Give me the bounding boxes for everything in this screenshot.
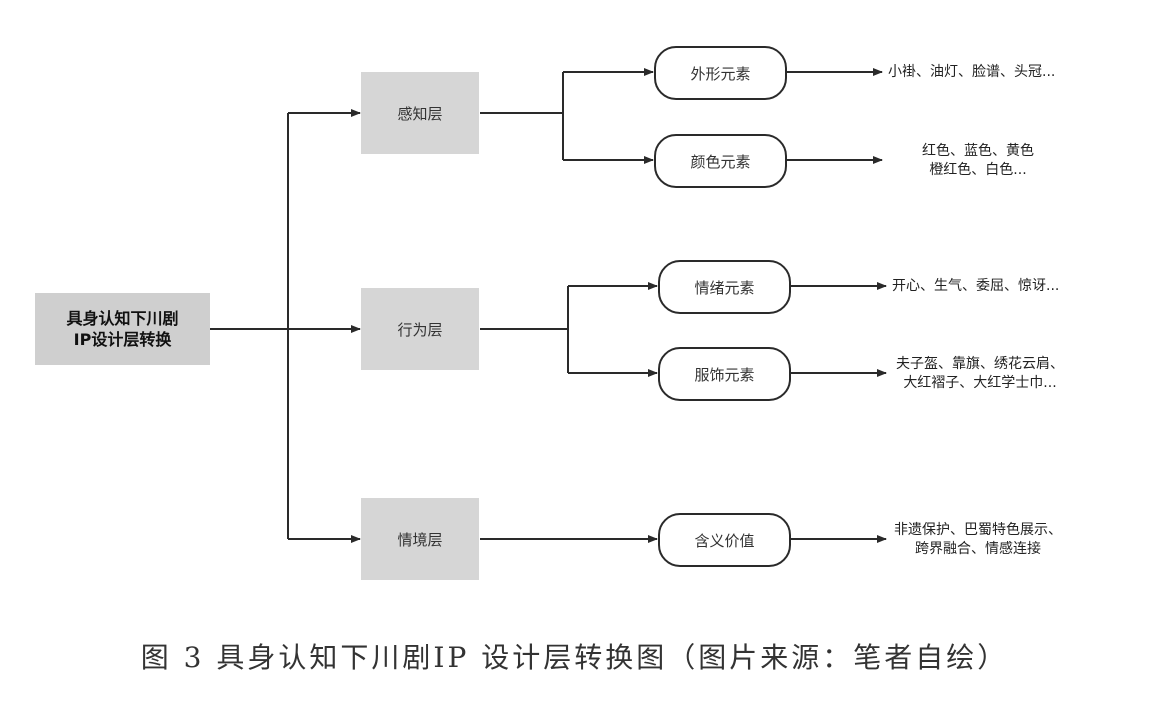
layer-behavior-label: 行为层: [397, 320, 443, 339]
element-shape-label: 外形元素: [690, 64, 751, 83]
note-color-line2: 橙红色、白色...: [929, 162, 1027, 178]
element-emotion-label: 情绪元素: [694, 278, 755, 297]
note-costume-line2: 大红褶子、大红学士巾...: [903, 375, 1057, 391]
note-emotion-line1: 开心、生气、委屈、惊讶...: [892, 278, 1060, 294]
element-shape: 外形元素: [654, 46, 787, 100]
note-costume: 夫子盔、靠旗、绣花云肩、 大红褶子、大红学士巾...: [880, 355, 1080, 393]
note-costume-line1: 夫子盔、靠旗、绣花云肩、: [896, 356, 1064, 372]
root-line2: IP设计层转换: [73, 330, 172, 349]
element-costume-label: 服饰元素: [694, 365, 755, 384]
layer-context-label: 情境层: [397, 530, 443, 549]
root-line1: 具身认知下川剧: [66, 309, 179, 328]
note-color: 红色、蓝色、黄色 橙红色、白色...: [878, 142, 1078, 180]
element-costume: 服饰元素: [658, 347, 791, 401]
element-meaning: 含义价值: [658, 513, 791, 567]
note-meaning: 非遗保护、巴蜀特色展示、 跨界融合、情感连接: [878, 521, 1078, 559]
note-shape: 小褂、油灯、脸谱、头冠...: [888, 63, 1098, 82]
note-meaning-line2: 跨界融合、情感连接: [915, 541, 1041, 557]
note-shape-line1: 小褂、油灯、脸谱、头冠...: [888, 64, 1056, 80]
layer-behavior: 行为层: [361, 288, 479, 370]
element-color: 颜色元素: [654, 134, 787, 188]
note-emotion: 开心、生气、委屈、惊讶...: [892, 277, 1102, 296]
figure-caption: 图 3 具身认知下川剧IP 设计层转换图（图片来源：笔者自绘）: [140, 641, 1009, 674]
layer-context: 情境层: [361, 498, 479, 580]
layer-perception: 感知层: [361, 72, 479, 154]
element-color-label: 颜色元素: [690, 152, 751, 171]
element-emotion: 情绪元素: [658, 260, 791, 314]
root-node: 具身认知下川剧 IP设计层转换: [35, 293, 210, 365]
element-meaning-label: 含义价值: [694, 531, 755, 550]
layer-perception-label: 感知层: [397, 104, 443, 123]
note-color-line1: 红色、蓝色、黄色: [922, 143, 1034, 159]
note-meaning-line1: 非遗保护、巴蜀特色展示、: [894, 522, 1062, 538]
